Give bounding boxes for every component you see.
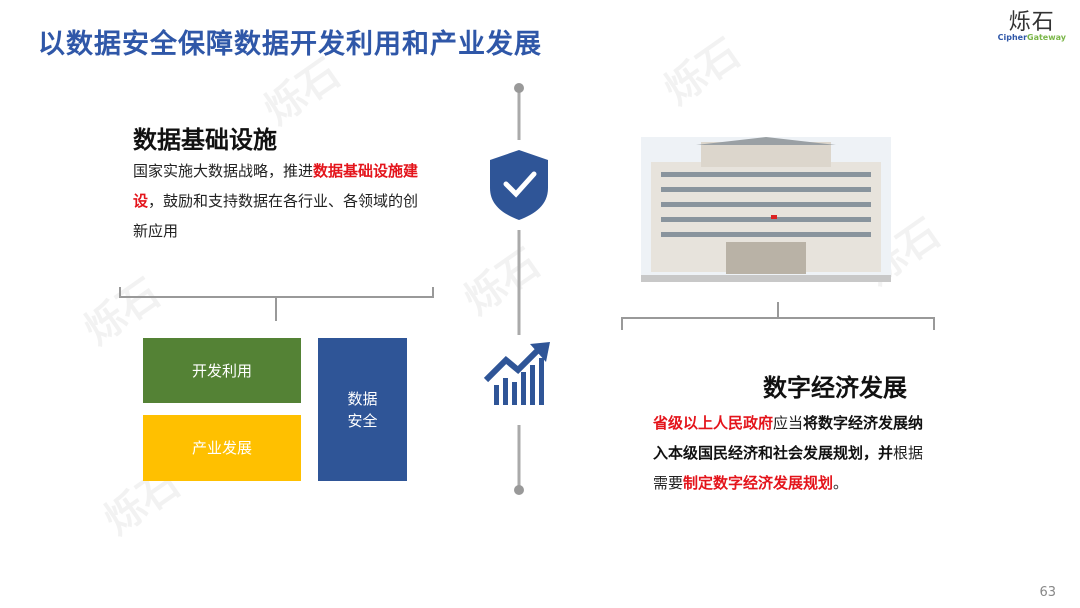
- text-highlight: 制定数字经济发展规划: [683, 474, 834, 492]
- box-security-line1: 数据: [347, 389, 378, 408]
- watermark: 烁石: [656, 30, 749, 115]
- box-security-line2: 安全: [347, 411, 378, 430]
- center-timeline: [483, 83, 550, 495]
- logo: 烁石 CipherGateway: [998, 4, 1066, 42]
- page-number: 63: [1039, 585, 1056, 600]
- infrastructure-text: 国家实施大数据战略，推进数据基础设施建设，鼓励和支持数据在各行业、各领域的创新应…: [133, 156, 433, 246]
- text-highlight: 数据基础设施建设: [133, 162, 419, 210]
- shield-check-icon: [490, 150, 548, 220]
- logo-subtext: CipherGateway: [998, 33, 1066, 42]
- government-building-image: [641, 137, 891, 282]
- text-bold: 将数字经济发展纳入本级国民经济和社会发展规划，并: [653, 414, 924, 462]
- digital-economy-heading: 数字经济发展: [763, 374, 907, 402]
- digital-economy-text: 省级以上人民政府应当将数字经济发展纳入本级国民经济和社会发展规划，并根据需要制定…: [653, 408, 933, 498]
- logo-cipher: Cipher: [997, 33, 1028, 42]
- box-industry: 产业发展: [143, 415, 301, 481]
- box-development: 开发利用: [143, 338, 301, 403]
- right-brace: [621, 302, 935, 330]
- text-part: 应当: [773, 414, 804, 432]
- box-security: 数据安全: [318, 338, 407, 481]
- left-brace: [119, 287, 434, 321]
- text-highlight: 省级以上人民政府: [653, 414, 774, 432]
- page-title: 以数据安全保障数据开发利用和产业发展: [38, 29, 542, 60]
- growth-chart-icon: [483, 342, 550, 405]
- text-part: ，鼓励和支持数据在各行业、各领域的创新应用: [133, 192, 419, 240]
- text-part: 。: [833, 474, 849, 492]
- text-part: 根据需要: [653, 444, 924, 492]
- infrastructure-heading: 数据基础设施: [133, 126, 277, 154]
- logo-text: 烁石: [1008, 10, 1055, 35]
- logo-gateway: Gateway: [1027, 33, 1066, 42]
- text-part: 国家实施大数据战略，推进: [133, 162, 314, 180]
